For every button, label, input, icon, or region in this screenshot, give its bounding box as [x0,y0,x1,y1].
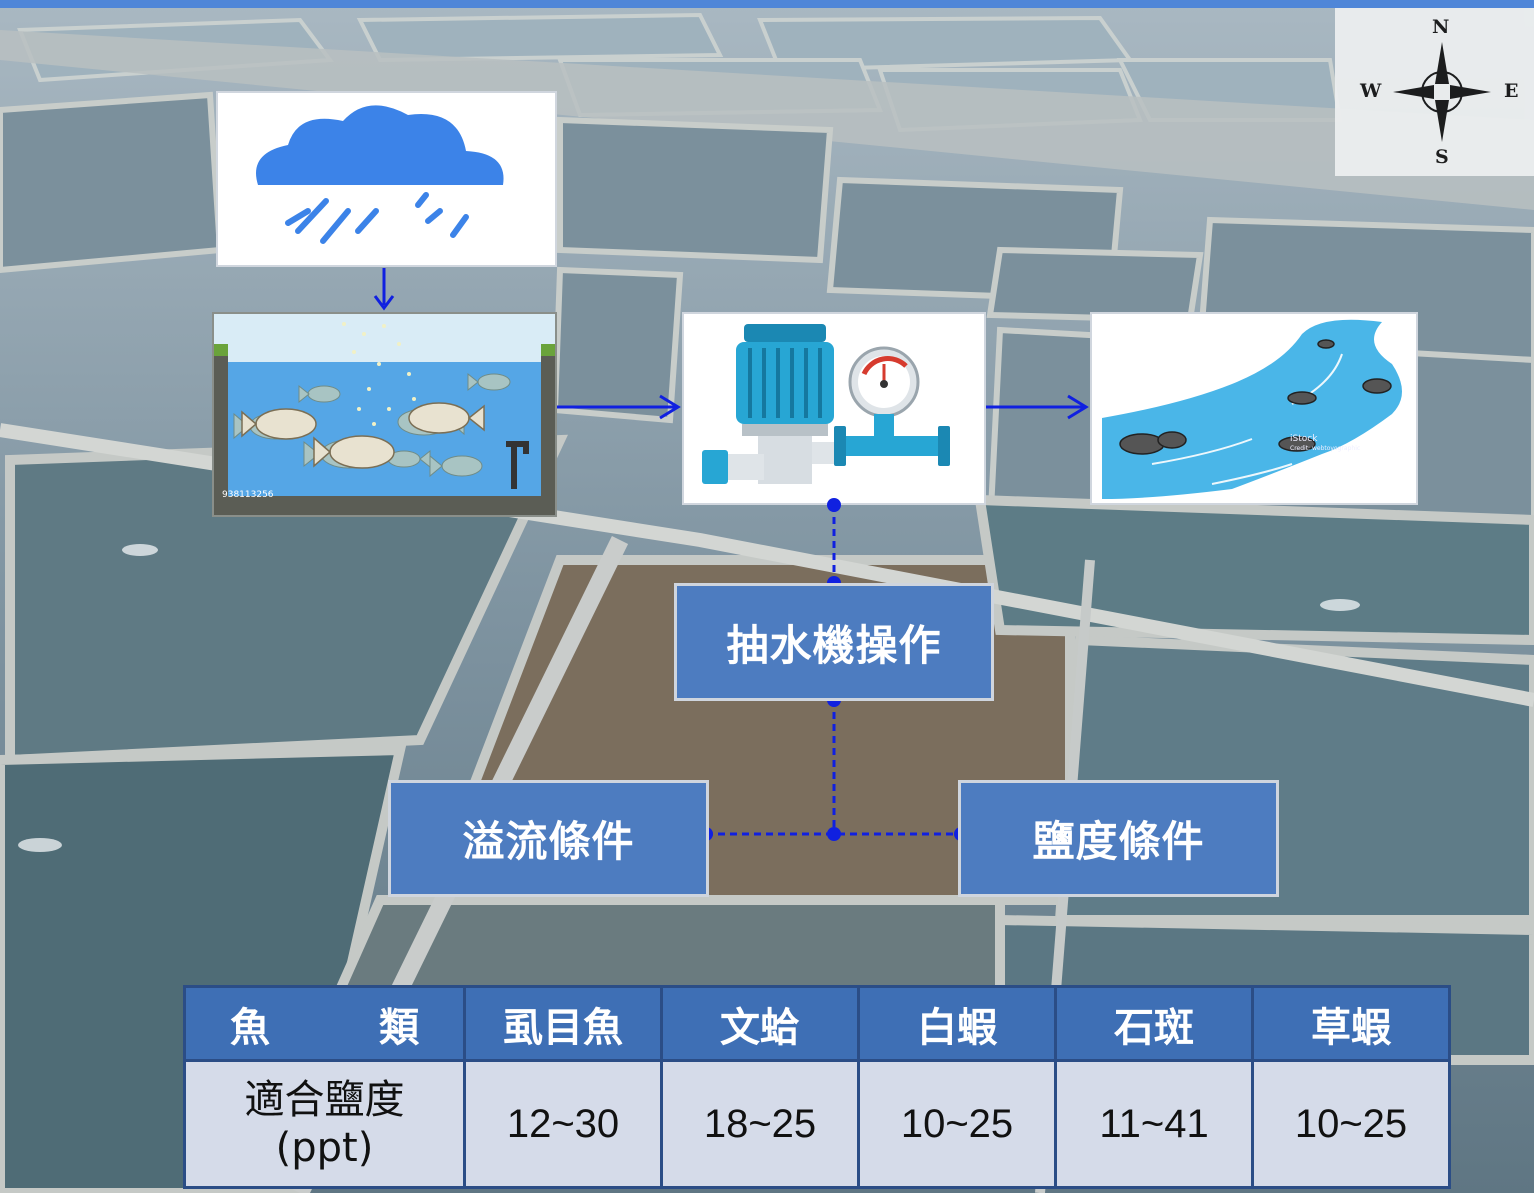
rain-cloud-image [216,91,557,267]
table-header-species: 虱目魚 [463,985,663,1062]
river-image: iStock Credit: webtoyographic [1090,312,1418,505]
row-label-line2: (ppt) [275,1125,374,1171]
salinity-condition-label: 鹽度條件 [1032,817,1205,866]
top-accent-bar [0,0,1534,8]
table-cell-salinity: 18~25 [660,1059,860,1189]
fish-salinity-table: 魚 類 虱目魚 文蛤 白蝦 石斑 草蝦 適合鹽度 (ppt) 12~30 18~… [183,985,1451,1189]
compass-icon [1393,42,1491,142]
table-header-species: 石斑 [1054,985,1254,1062]
table-cell-salinity: 12~30 [463,1059,663,1189]
table-header-species: 草蝦 [1251,985,1451,1062]
overflow-condition-label: 溢流條件 [462,817,635,866]
header-fish-left: 魚 [230,1004,270,1051]
table-cell-salinity: 10~25 [857,1059,1057,1189]
row-label-salinity: 適合鹽度 (ppt) [183,1059,466,1189]
table-row: 適合鹽度 (ppt) 12~30 18~25 10~25 11~41 10~25 [183,1059,1451,1189]
compass-north-label: N [1432,16,1450,38]
overflow-condition-box: 溢流條件 [388,780,709,897]
table-header-row: 魚 類 虱目魚 文蛤 白蝦 石斑 草蝦 [183,985,1451,1062]
fish-pond-image: 938113256 [212,312,557,517]
table-cell-salinity: 10~25 [1251,1059,1451,1189]
table-header-species: 白蝦 [857,985,1057,1062]
pump-operation-box: 抽水機操作 [674,583,994,701]
table-cell-salinity: 11~41 [1054,1059,1254,1189]
rain-cloud-icon [256,105,504,244]
pump-operation-label: 抽水機操作 [726,620,942,670]
pond-photo-id: 938113256 [222,490,274,500]
river-watermark-credit: Credit: webtoyographic [1290,445,1360,452]
pump-image [682,312,986,505]
compass-south-label: S [1435,146,1449,168]
compass-east-label: E [1504,80,1519,102]
river-watermark-brand: iStock [1290,434,1318,444]
salinity-condition-box: 鹽度條件 [958,780,1279,897]
row-label-line1: 適合鹽度 [244,1077,405,1123]
table-header-fish-type: 魚 類 [183,985,466,1062]
header-fish-right: 類 [379,1004,419,1051]
compass-rose: N W E S [1335,8,1534,176]
compass-west-label: W [1360,80,1382,102]
table-header-species: 文蛤 [660,985,860,1062]
